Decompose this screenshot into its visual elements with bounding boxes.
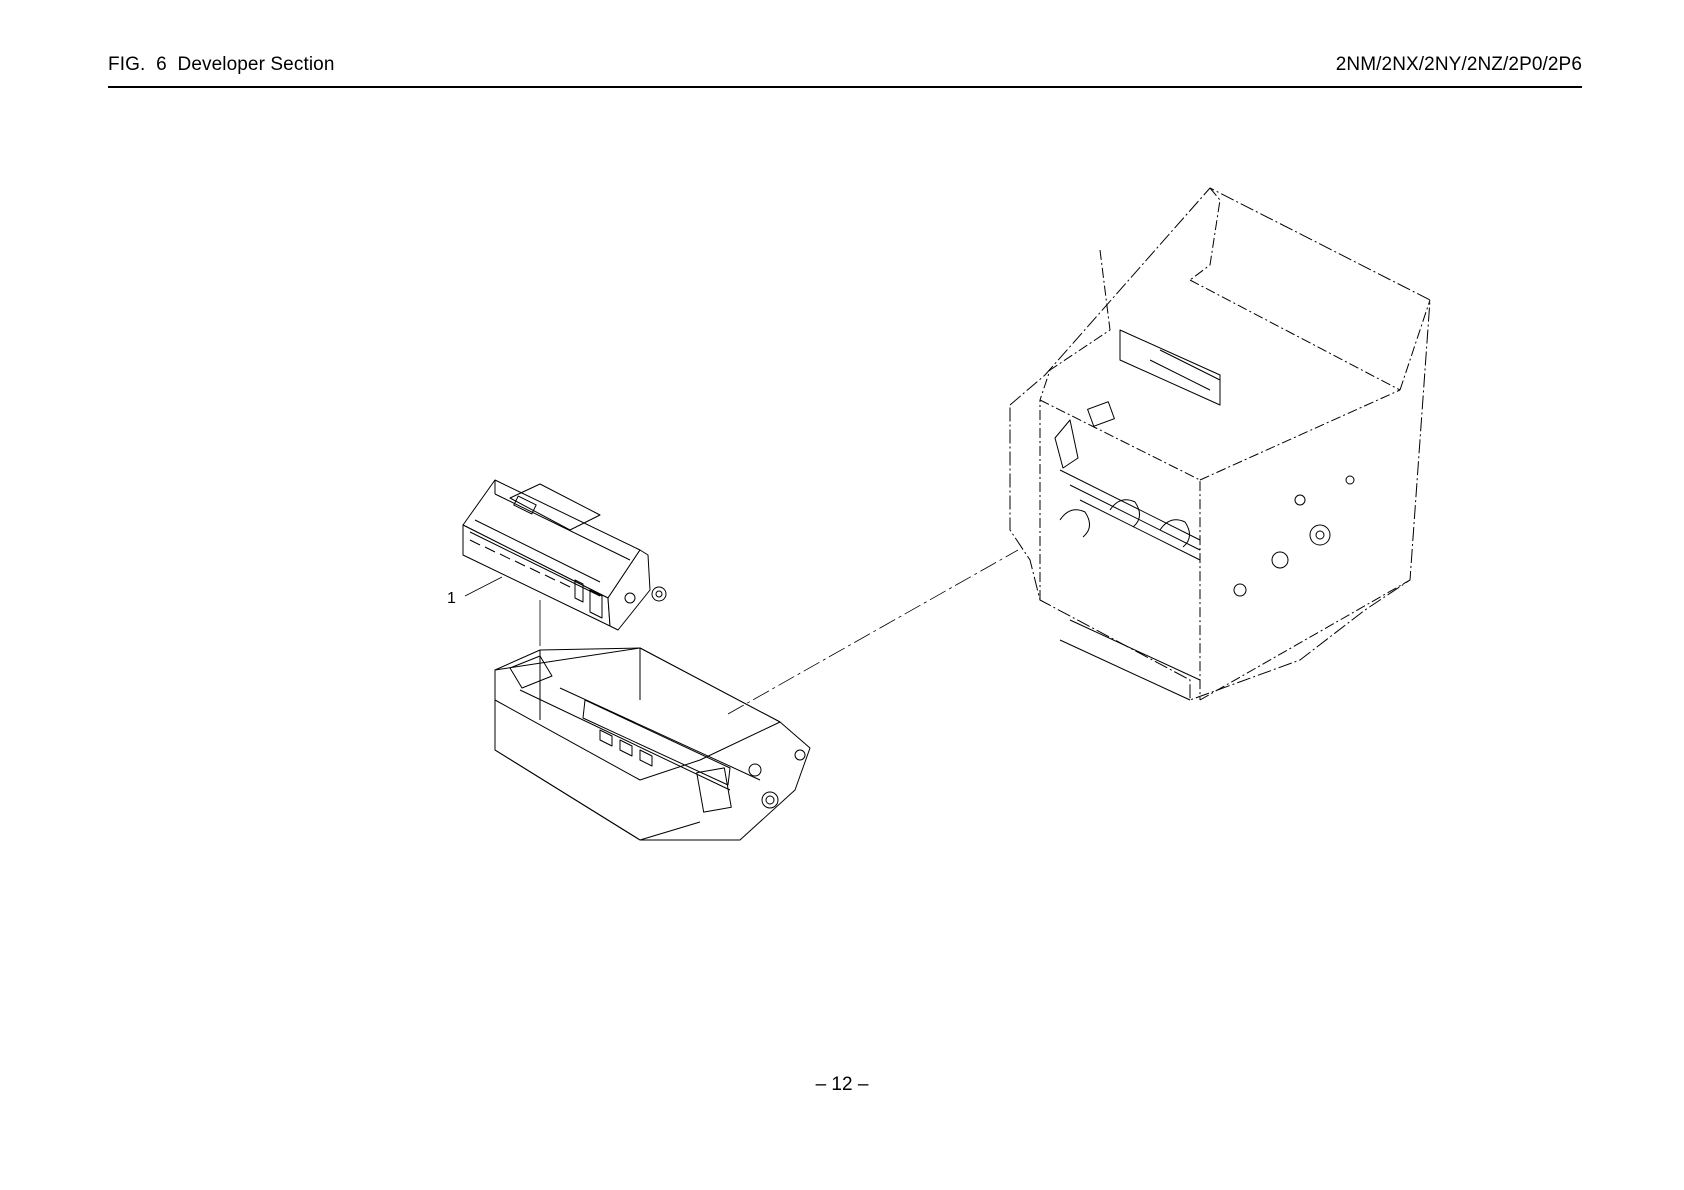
figure-title: FIG. 6 Developer Section <box>108 54 335 75</box>
developer-unit-illustration <box>462 479 667 631</box>
main-frame-illustration <box>1009 187 1431 701</box>
callout-label-1: 1 <box>447 590 456 607</box>
model-numbers: 2NM/2NX/2NY/2NZ/2P0/2P6 <box>1335 54 1582 75</box>
developer-frame-illustration <box>494 647 811 841</box>
page-number: – 12 – <box>815 1074 869 1095</box>
page-header: FIG. 6 Developer Section 2NM/2NX/2NY/2NZ… <box>108 48 1582 88</box>
assembly-guide-diagonal <box>727 549 1019 715</box>
callout-leader-1 <box>464 576 503 597</box>
